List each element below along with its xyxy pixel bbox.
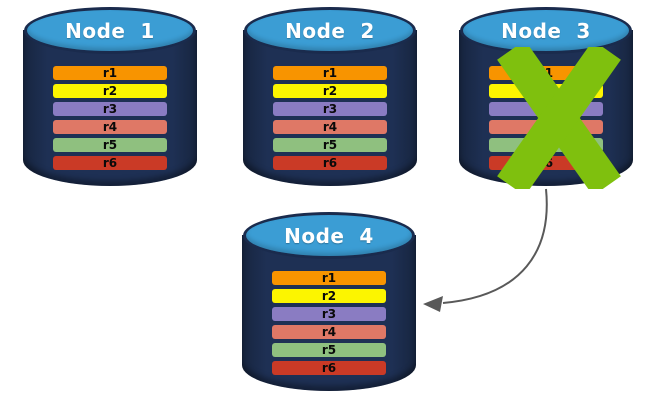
node-4-rows: r1 r2 r3 r4 r5 r6	[272, 271, 386, 379]
node-1-row-r2: r2	[53, 84, 167, 98]
node-4-row-r6: r6	[272, 361, 386, 375]
node-2-row-r1: r1	[273, 66, 387, 80]
node-1-cylinder-top: Node 1	[24, 7, 196, 54]
node-3-title: Node 3	[501, 18, 591, 43]
node-4-title: Node 4	[284, 223, 374, 248]
node-2-row-r4: r4	[273, 120, 387, 134]
node-2-cylinder-top: Node 2	[244, 7, 416, 54]
node-4-row-r1: r1	[272, 271, 386, 285]
node-2-title: Node 2	[285, 18, 375, 43]
node-1-row-r4: r4	[53, 120, 167, 134]
x-mark-icon	[497, 40, 621, 196]
arrowhead-icon	[423, 296, 443, 312]
node-2-row-r6: r6	[273, 156, 387, 170]
node-1-cylinder: Node 1 r1 r2 r3 r4 r5 r6	[23, 7, 197, 186]
node-4-cylinder-top: Node 4	[243, 212, 415, 259]
node-2-row-r3: r3	[273, 102, 387, 116]
node-2-cylinder: Node 2 r1 r2 r3 r4 r5 r6	[243, 7, 417, 186]
node-4-row-r3: r3	[272, 307, 386, 321]
node-1-row-r1: r1	[53, 66, 167, 80]
node-1-row-r6: r6	[53, 156, 167, 170]
node-4-row-r5: r5	[272, 343, 386, 357]
node-3-failure-cross	[494, 40, 624, 196]
node-1-title: Node 1	[65, 18, 155, 43]
node-1-rows: r1 r2 r3 r4 r5 r6	[53, 66, 167, 174]
node-2-row-r5: r5	[273, 138, 387, 152]
node-1-row-r3: r3	[53, 102, 167, 116]
node-2-rows: r1 r2 r3 r4 r5 r6	[273, 66, 387, 174]
node-4-row-r2: r2	[272, 289, 386, 303]
node-1-row-r5: r5	[53, 138, 167, 152]
node-3-cylinder-top: Node 3	[460, 7, 632, 54]
node-4-cylinder: Node 4 r1 r2 r3 r4 r5 r6	[242, 212, 416, 391]
node-4-row-r4: r4	[272, 325, 386, 339]
node-2-row-r2: r2	[273, 84, 387, 98]
